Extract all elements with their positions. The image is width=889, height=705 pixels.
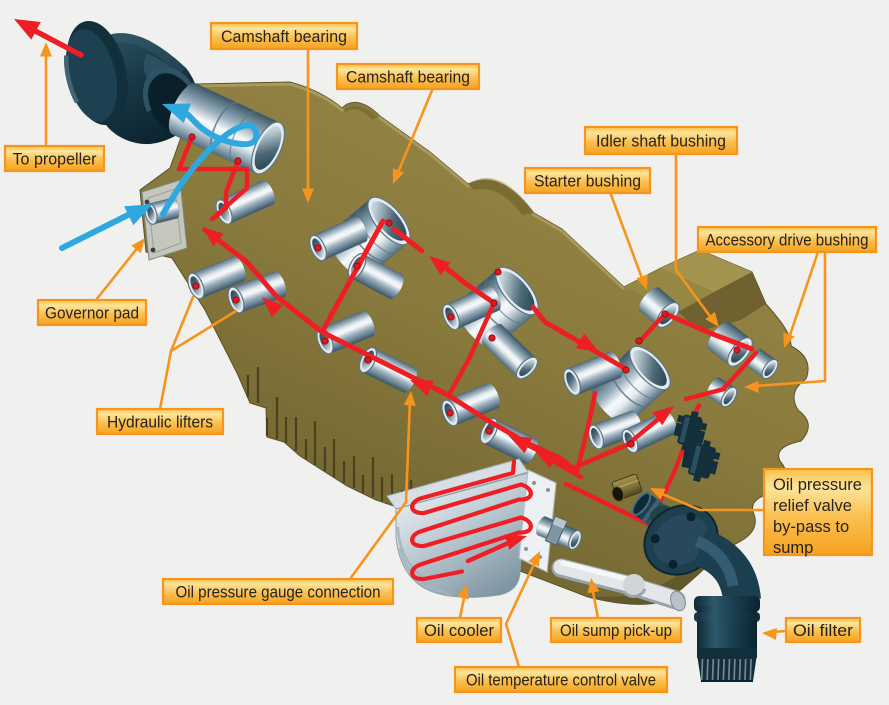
svg-text:Oil cooler: Oil cooler — [424, 622, 494, 640]
svg-text:Idler shaft bushing: Idler shaft bushing — [596, 132, 726, 150]
svg-text:Starter bushing: Starter bushing — [534, 172, 641, 190]
svg-text:sump: sump — [773, 539, 813, 557]
svg-text:To propeller: To propeller — [13, 150, 97, 168]
svg-text:Accessory drive bushing: Accessory drive bushing — [706, 231, 869, 249]
svg-text:Hydraulic lifters: Hydraulic lifters — [107, 413, 213, 431]
svg-text:by-pass to: by-pass to — [773, 518, 849, 536]
svg-text:Camshaft bearing: Camshaft bearing — [346, 68, 470, 86]
svg-text:Oil filter: Oil filter — [793, 622, 854, 640]
svg-text:Governor pad: Governor pad — [45, 304, 139, 322]
svg-text:Oil temperature control valve: Oil temperature control valve — [466, 671, 656, 689]
svg-text:Oil sump pick-up: Oil sump pick-up — [560, 622, 672, 640]
svg-text:Camshaft bearing: Camshaft bearing — [221, 28, 347, 46]
svg-text:Oil pressure gauge connection: Oil pressure gauge connection — [176, 583, 381, 601]
svg-text:Oil pressure: Oil pressure — [773, 476, 862, 494]
svg-text:relief valve: relief valve — [773, 497, 852, 515]
